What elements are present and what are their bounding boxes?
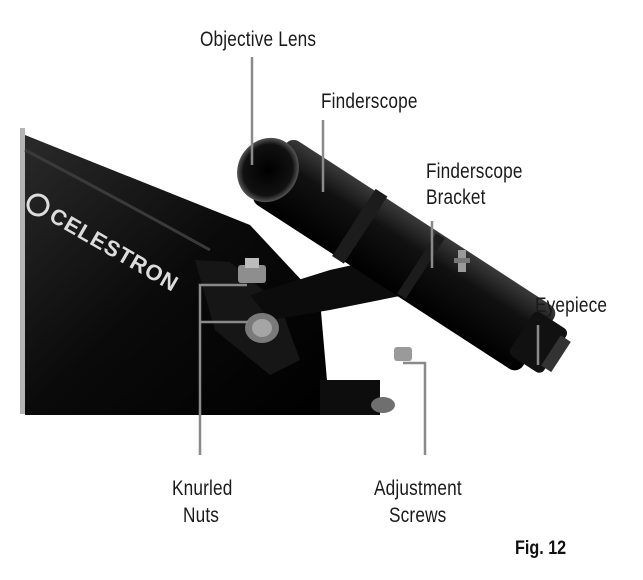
figure-caption: Fig. 12 bbox=[515, 538, 567, 559]
knurled-nuts-label-line1: Knurled bbox=[172, 477, 233, 500]
finderscope-label: Finderscope bbox=[321, 90, 418, 113]
leader-line-knurled-nuts bbox=[198, 283, 248, 455]
eyepiece-label: Eyepiece bbox=[535, 294, 608, 317]
objective-lens-label: Objective Lens bbox=[200, 28, 317, 51]
finderscope-bracket-label-line2: Bracket bbox=[426, 186, 486, 209]
knurled-nuts-label-line2: Nuts bbox=[183, 504, 220, 527]
bracket-base bbox=[195, 260, 300, 375]
finderscope-bracket-label-line1: Finderscope bbox=[426, 160, 523, 183]
adjustment-screw-top bbox=[454, 250, 470, 272]
adjustment-screw-bottom bbox=[394, 347, 412, 361]
adjustment-screws-label-line1: Adjustment bbox=[374, 477, 462, 500]
knurled-nut-bottom bbox=[245, 313, 279, 343]
knurled-nut-top bbox=[238, 258, 266, 283]
adjustment-screws-label-line2: Screws bbox=[389, 504, 447, 527]
leader-line-adjustment-screws bbox=[403, 361, 427, 455]
photo-left-edge bbox=[20, 128, 25, 414]
